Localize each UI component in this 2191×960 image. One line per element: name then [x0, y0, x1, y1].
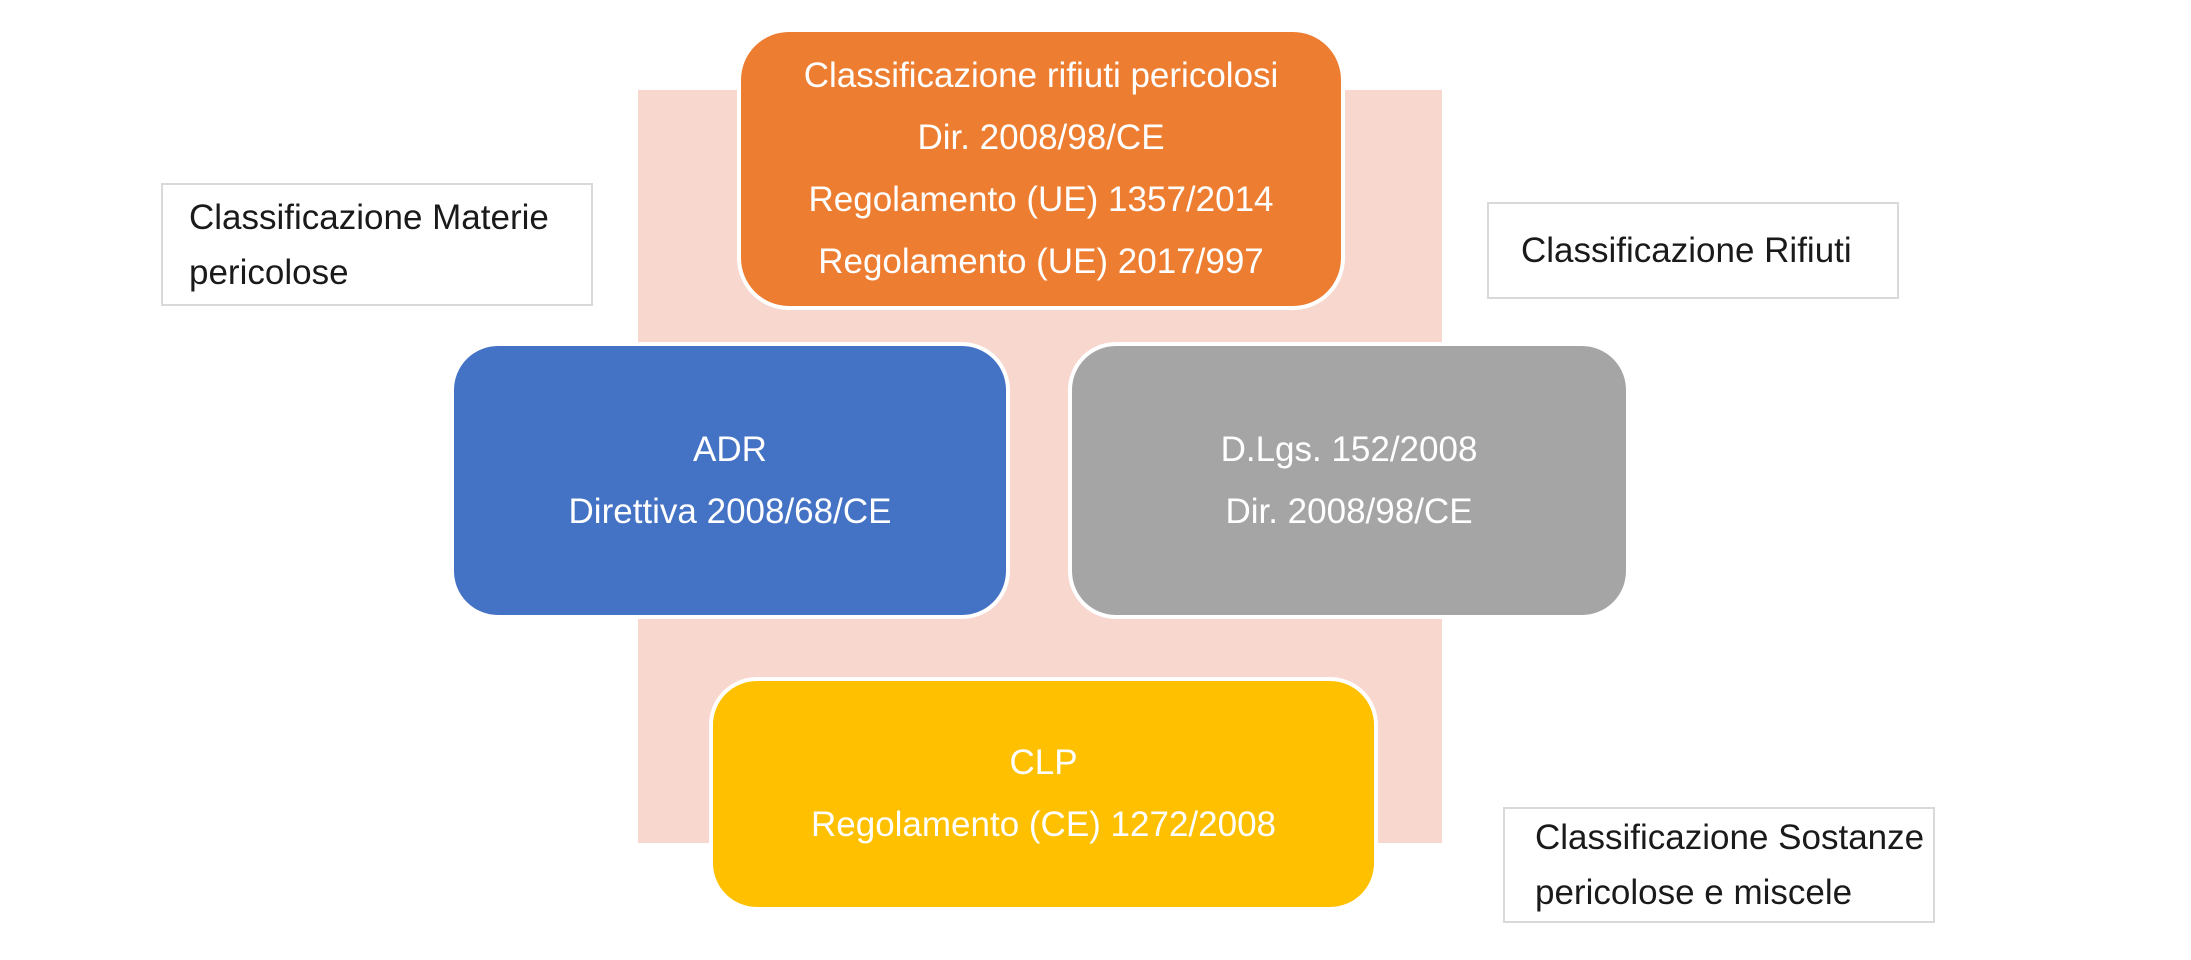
label-line: Classificazione Materie — [189, 197, 549, 237]
box-clp: CLP Regolamento (CE) 1272/2008 — [709, 677, 1378, 911]
label-line: pericolose — [189, 252, 349, 292]
box-dlgs-152-2008: D.Lgs. 152/2008 Dir. 2008/98/CE — [1068, 342, 1630, 619]
box-line: Dir. 2008/98/CE — [1225, 491, 1473, 531]
box-line: Dir. 2008/98/CE — [917, 118, 1165, 157]
box-line: Regolamento (UE) 2017/997 — [818, 242, 1264, 281]
box-line: CLP — [1009, 743, 1078, 782]
label-classificazione-sostanze-pericolose: Classificazione Sostanze pericolose e mi… — [1503, 807, 1935, 923]
box-adr: ADR Direttiva 2008/68/CE — [450, 342, 1010, 619]
box-line: D.Lgs. 152/2008 — [1220, 429, 1478, 469]
box-classificazione-rifiuti-pericolosi: Classificazione rifiuti pericolosi Dir. … — [737, 28, 1345, 310]
box-line: Classificazione rifiuti pericolosi — [803, 56, 1279, 95]
label-line: Classificazione Rifiuti — [1521, 231, 1852, 270]
box-line: Regolamento (CE) 1272/2008 — [810, 805, 1276, 844]
label-classificazione-materie-pericolose: Classificazione Materie pericolose — [161, 183, 593, 306]
box-line: ADR — [693, 429, 767, 469]
label-classificazione-rifiuti: Classificazione Rifiuti — [1487, 202, 1899, 299]
label-line: pericolose e miscele — [1535, 873, 1853, 912]
label-line: Classificazione Sostanze — [1535, 818, 1925, 857]
box-line: Direttiva 2008/68/CE — [568, 491, 892, 531]
box-line: Regolamento (UE) 1357/2014 — [808, 180, 1274, 219]
